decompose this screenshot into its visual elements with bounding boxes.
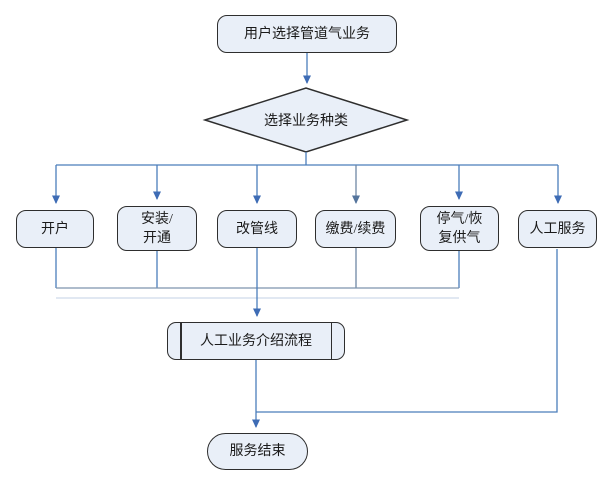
node-install-activate: 安装/开通 — [117, 206, 197, 251]
node-start-label: 用户选择管道气业务 — [244, 26, 370, 42]
predefined-process-left-bar — [180, 323, 182, 359]
node-install-line2: 开通 — [142, 230, 171, 246]
node-stop-resume-line1: 停气/恢 — [436, 211, 483, 227]
node-stop-resume-line2: 复供气 — [438, 230, 481, 246]
node-stop-resume-gas: 停气/恢复供气 — [420, 206, 499, 251]
node-decision: 选择业务种类 — [206, 104, 406, 136]
node-pay-renew: 缴费/续费 — [315, 210, 396, 248]
decision-diamond-shape — [202, 87, 410, 153]
node-change-pipeline: 改管线 — [217, 210, 297, 248]
node-install-activate-label: 安装/开通 — [141, 210, 173, 248]
node-change-pipeline-label: 改管线 — [236, 221, 278, 237]
predefined-process-right-bar — [330, 323, 332, 359]
node-end-label: 服务结束 — [229, 444, 286, 459]
node-pay-renew-label: 缴费/续费 — [325, 221, 386, 237]
node-manual-service-label: 人工服务 — [529, 221, 586, 237]
node-manual-intro-process: 人工业务介绍流程 — [167, 322, 345, 360]
edge-manual-service-bypass — [256, 249, 558, 413]
node-manual-intro-process-label: 人工业务介绍流程 — [200, 333, 312, 349]
node-open-account: 开户 — [16, 210, 94, 248]
node-start: 用户选择管道气业务 — [217, 15, 397, 53]
node-stop-resume-gas-label: 停气/恢复供气 — [437, 210, 483, 248]
node-install-line1: 安装/ — [141, 211, 173, 227]
node-decision-label: 选择业务种类 — [264, 114, 348, 129]
node-manual-service: 人工服务 — [518, 210, 597, 248]
node-open-account-label: 开户 — [41, 221, 69, 237]
node-end: 服务结束 — [207, 433, 308, 470]
